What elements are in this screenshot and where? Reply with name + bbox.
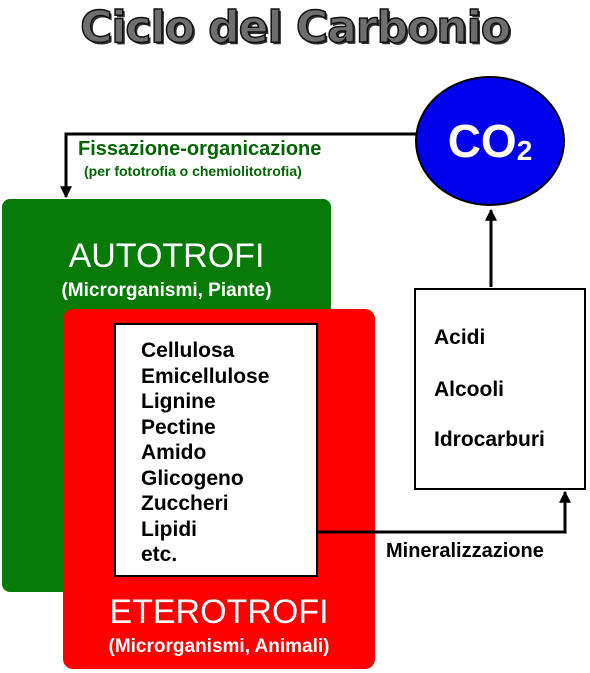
eterotrofi-title: ETEROTROFI xyxy=(109,593,329,631)
compound-item: Cellulosa xyxy=(141,339,235,362)
compound-item: Lignine xyxy=(141,390,216,413)
compound-item: Amido xyxy=(141,441,207,464)
autotrofi-subtitle: (Microrganismi, Piante) xyxy=(61,280,272,301)
co2-label: CO xyxy=(447,115,517,167)
product-item: Alcooli xyxy=(434,378,505,401)
compound-item: Glicogeno xyxy=(141,466,244,490)
products-box xyxy=(414,288,586,490)
eterotrofi-subtitle: (Microrganismi, Animali) xyxy=(108,636,330,657)
fissazione-label: Fissazione-organicazione xyxy=(78,138,322,160)
mineralizzazione-arrow xyxy=(318,490,571,534)
compound-item: Pectine xyxy=(141,415,216,439)
compound-item: Emicellulose xyxy=(141,364,270,388)
compound-item: etc. xyxy=(141,543,178,566)
co2-subscript: 2 xyxy=(516,135,533,166)
compounds-box xyxy=(114,323,318,577)
mineralizzazione-label: Mineralizzazione xyxy=(386,540,544,562)
fissazione-arrow xyxy=(60,132,417,199)
fissazione-sublabel: (per fototrofia o chemiolitotrofia) xyxy=(84,163,302,179)
product-item: Acidi xyxy=(434,326,486,349)
autotrofi-title: AUTOTROFI xyxy=(68,237,265,275)
compound-item: Lipidi xyxy=(141,517,197,541)
compound-item: Zuccheri xyxy=(141,492,229,515)
product-item: Idrocarburi xyxy=(434,428,545,451)
diagram-title: Ciclo del Carbonio xyxy=(79,1,511,54)
compounds-list: Cellulosa Emicellulose Lignine Pectine A… xyxy=(141,338,269,568)
